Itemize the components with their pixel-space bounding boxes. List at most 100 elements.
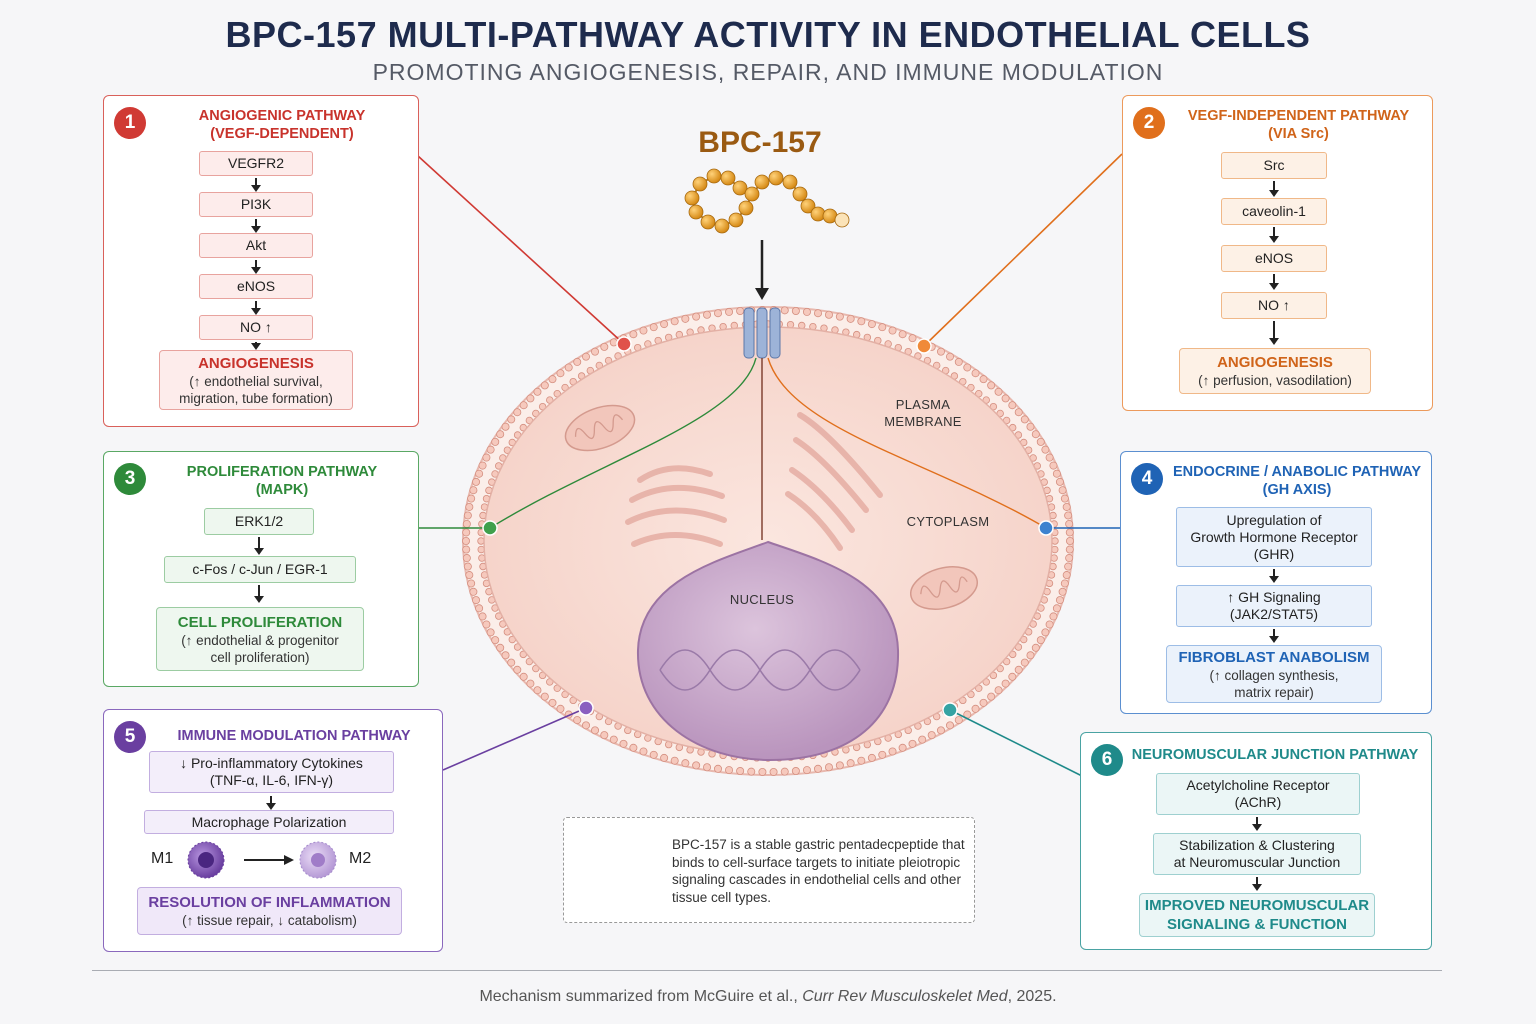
phospholipid-head	[556, 704, 565, 713]
cytoplasm-label: CYTOPLASM	[906, 514, 990, 529]
phospholipid-head	[971, 369, 980, 378]
phospholipid-head	[533, 686, 542, 695]
panel-number-badge: 4	[1131, 463, 1163, 495]
outcome-angiogenesis: ANGIOGENESIS (↑ endothelial survival, mi…	[159, 350, 353, 410]
amino-acid-bead	[706, 168, 722, 184]
phospholipid-head	[462, 519, 471, 528]
phospholipid-head	[1064, 511, 1073, 520]
phospholipid-head	[573, 716, 582, 725]
phospholipid-head	[1064, 562, 1073, 571]
phospholipid-head	[936, 726, 945, 735]
phospholipid-head	[714, 764, 723, 773]
phospholipid-head	[1036, 437, 1045, 446]
phospholipid-head	[1020, 415, 1029, 424]
phospholipid-head	[888, 747, 897, 756]
connector-5	[442, 707, 587, 771]
phospholipid-head	[813, 309, 822, 318]
phospholipid-head	[835, 312, 844, 321]
phospholipid-head	[462, 528, 471, 537]
phospholipid-head	[1031, 430, 1040, 439]
amino-acid-bead	[720, 170, 736, 186]
phospholipid-head	[1045, 620, 1054, 629]
phospholipid-head	[747, 767, 756, 776]
note-text: BPC-157 is a stable gastric pentadecpept…	[672, 837, 965, 905]
arrow	[266, 796, 276, 810]
arrow	[254, 585, 264, 603]
outcome-angiogenesis: ANGIOGENESIS (↑ perfusion, vasodilation)	[1179, 348, 1371, 394]
panel-title: ANGIOGENIC PATHWAY(VEGF-DEPENDENT)	[198, 108, 366, 142]
phospholipid-head	[660, 753, 669, 762]
step-erk: ERK1/2	[204, 508, 314, 535]
arrow	[251, 301, 261, 315]
connector-2	[923, 153, 1123, 347]
phospholipid-head	[945, 352, 954, 361]
step-cytokines: ↓ Pro-inflammatory Cytokines(TNF-α, IL-6…	[149, 751, 394, 793]
phospholipid-head	[507, 415, 516, 424]
phospholipid-head	[519, 672, 528, 681]
phospholipid-head	[1065, 545, 1074, 554]
amino-acid-bead	[688, 204, 704, 220]
phospholipid-head	[1065, 554, 1074, 563]
phospholipid-head	[1065, 519, 1074, 528]
connector-dot-6	[942, 702, 958, 718]
phospholipid-head	[501, 651, 510, 660]
outcome-neuromuscular-function: IMPROVED NEUROMUSCULAR SIGNALING & FUNCT…	[1139, 893, 1375, 937]
phospholipid-head	[867, 753, 876, 762]
phospholipid-head	[1008, 672, 1017, 681]
phospholipid-head	[526, 679, 535, 688]
connector-dot-3	[482, 520, 498, 536]
amino-acid-bead	[738, 200, 754, 216]
phospholipid-head	[945, 721, 954, 730]
phospholipid-head	[1062, 571, 1071, 580]
connector-6	[949, 709, 1091, 781]
phospholipid-head	[692, 312, 701, 321]
membrane-phospholipids	[461, 306, 1075, 776]
phospholipid-head	[979, 698, 988, 707]
dna-icon	[659, 649, 861, 691]
phospholipid-head	[482, 620, 491, 629]
phospholipid-head	[469, 486, 478, 495]
phospholipid-head	[475, 469, 484, 478]
panel-neuromuscular-junction-pathway: 6 NEUROMUSCULAR JUNCTION PATHWAY Acetylc…	[1080, 732, 1432, 950]
phospholipid-head	[1066, 537, 1075, 546]
phospholipid-head	[971, 704, 980, 713]
phospholipid-head	[1001, 679, 1010, 688]
phospholipid-head	[496, 643, 505, 652]
phospholipid-head	[1014, 408, 1023, 417]
phospholipid-head	[526, 394, 535, 403]
panel-title: ENDOCRINE / ANABOLIC PATHWAY(GH AXIS)	[1172, 464, 1422, 498]
amino-acid-bead	[800, 198, 816, 214]
m1-macrophage-icon	[187, 841, 225, 879]
outcome-fibroblast-anabolism: FIBROBLAST ANABOLISM (↑ collagen synthes…	[1166, 645, 1382, 703]
signal-line-green	[489, 357, 757, 529]
phospholipid-head	[802, 766, 811, 775]
phospholipid-head	[954, 357, 963, 366]
phospholipid-head	[486, 628, 495, 637]
phospholipid-head	[963, 363, 972, 372]
peptide-chain-icon	[684, 168, 850, 234]
connector-1	[417, 155, 625, 345]
phospholipid-head	[813, 764, 822, 773]
phospholipid-head	[714, 309, 723, 318]
outcome-resolution-of-inflammation: RESOLUTION OF INFLAMMATION (↑ tissue rep…	[137, 887, 402, 935]
step-enos: eNOS	[199, 274, 313, 299]
phospholipid-head	[1008, 401, 1017, 410]
phospholipid-head	[703, 310, 712, 319]
phospholipid-head	[548, 375, 557, 384]
phospholipid-head	[591, 726, 600, 735]
step-no: NO ↑	[199, 315, 313, 340]
step-achr: Acetylcholine Receptor(AChR)	[1156, 773, 1360, 815]
binding-arrow-head	[755, 288, 769, 300]
page-subtitle: PROMOTING ANGIOGENESIS, REPAIR, AND IMMU…	[372, 59, 1164, 85]
phospholipid-head	[1049, 612, 1058, 621]
connector-dot-1	[616, 336, 632, 352]
phospholipid-head	[496, 430, 505, 439]
phospholipid-head	[463, 562, 472, 571]
phospholipid-head	[824, 763, 833, 772]
phospholipid-head	[469, 587, 478, 596]
amino-acid-bead	[714, 218, 730, 234]
phospholipid-head	[824, 310, 833, 319]
amino-acid-bead	[700, 214, 716, 230]
panel-title: NEUROMUSCULAR JUNCTION PATHWAY	[1131, 747, 1419, 763]
phospholipid-head	[878, 323, 887, 332]
